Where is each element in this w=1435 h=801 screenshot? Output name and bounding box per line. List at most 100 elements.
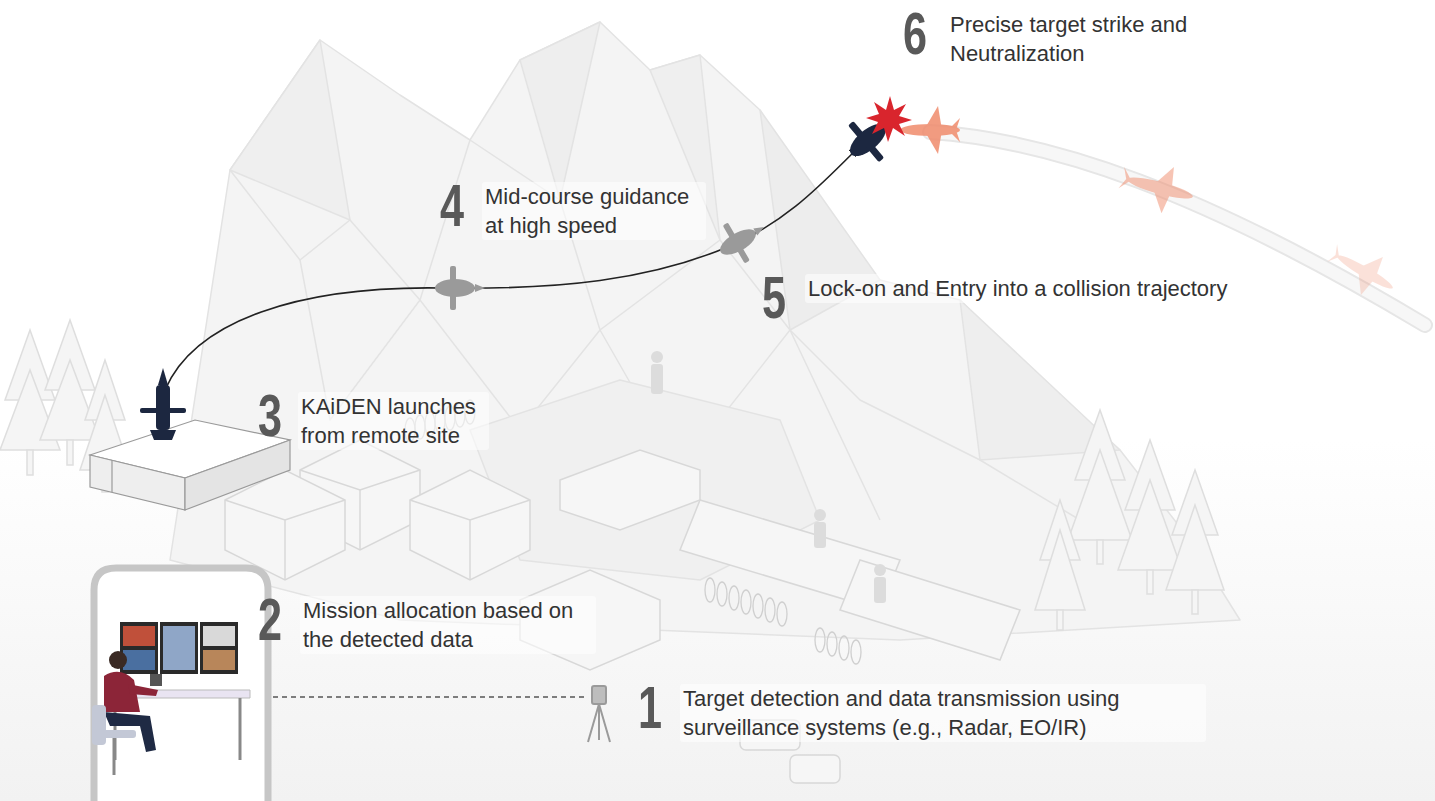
operator-station-part <box>128 684 158 696</box>
razor-wire-part <box>717 582 727 606</box>
target-drones-part <box>900 106 960 154</box>
buildings-part <box>560 450 700 530</box>
sensor-tripod <box>588 686 610 742</box>
step-label: Mid-course guidance at high speed <box>482 182 706 240</box>
launcher-part <box>185 440 290 510</box>
operator-station-part <box>113 738 116 775</box>
target-drones-part-part <box>1119 167 1134 191</box>
mountains-part <box>520 22 600 200</box>
trees-part <box>1035 530 1085 610</box>
buildings-part <box>359 490 361 550</box>
step-number: 6 <box>903 4 927 64</box>
buildings-part <box>469 520 471 580</box>
razor-wire-part <box>753 594 763 618</box>
interceptor-in-flight-part <box>710 208 775 271</box>
step-label: KAiDEN launches from remote site <box>298 392 489 450</box>
operator-station-part <box>123 650 155 670</box>
razor-wire-part <box>765 598 775 622</box>
launcher-part <box>90 455 185 510</box>
operator-station-part <box>123 626 155 646</box>
soldier-figures-part <box>874 564 886 576</box>
step-label: Precise target strike and Neutralization <box>947 10 1213 68</box>
target-drones-part <box>1321 234 1404 307</box>
trees-part <box>1097 540 1103 564</box>
step-number: 2 <box>258 590 282 650</box>
razor-wire-part <box>851 640 861 664</box>
soldier-figures-part <box>814 509 826 521</box>
launcher-drone-part <box>158 368 168 385</box>
operator-station-part <box>163 626 195 670</box>
soldier-figures-part <box>651 364 663 394</box>
trees-part <box>1068 450 1132 540</box>
step-label: Mission allocation based on the detected… <box>300 596 596 654</box>
operator-station-part <box>92 705 106 745</box>
razor-wire-part <box>741 590 751 614</box>
operator-station-part <box>200 622 238 674</box>
target-drones-part-part <box>1327 244 1344 265</box>
trees-part <box>27 450 33 475</box>
launcher-drone <box>140 368 186 440</box>
interceptor-in-flight-part <box>435 266 485 310</box>
target-drones-part-part <box>924 106 942 154</box>
operator-station-part <box>150 674 162 686</box>
step-number: 3 <box>258 386 282 446</box>
step-number: 5 <box>762 268 786 328</box>
trees-part <box>1057 610 1063 630</box>
buildings-part <box>225 500 345 520</box>
step-number: 4 <box>440 176 464 236</box>
soldier-figures-part <box>651 351 663 363</box>
trees-part <box>1192 590 1198 614</box>
step-number: 1 <box>638 678 662 738</box>
explosion <box>866 96 912 142</box>
step-label: Lock-on and Entry into a collision traje… <box>805 274 1231 303</box>
buildings-part <box>840 560 1020 660</box>
mountains-part <box>170 22 1240 640</box>
razor-wire-part <box>839 636 849 660</box>
soldier-figures <box>651 351 886 603</box>
razor-wire-part <box>827 632 837 656</box>
trees-part <box>1147 570 1153 594</box>
razor-wire-part <box>729 586 739 610</box>
operator-station-part <box>120 622 158 674</box>
target-drones-part-part <box>1146 163 1178 215</box>
sensor-tripod-part <box>592 686 606 704</box>
target-drones-part-part <box>1347 249 1386 297</box>
sensor-tripod-part <box>599 704 610 742</box>
razor-wire-part <box>777 602 787 626</box>
interceptor-trajectory <box>165 148 858 390</box>
buildings-part <box>284 520 286 580</box>
interceptor-in-flight-part-part <box>723 222 750 263</box>
operator-station-part <box>160 622 198 674</box>
interceptor-in-flight-part-part <box>475 284 485 292</box>
operator-frame <box>94 568 268 801</box>
buildings-part <box>410 500 530 520</box>
launcher-drone-part <box>140 408 186 413</box>
soldier-figures-part <box>814 522 826 548</box>
operator-station-part <box>203 650 235 670</box>
operator-station-part <box>239 698 242 760</box>
operator-station-part <box>109 651 127 669</box>
buildings-part <box>790 755 840 783</box>
interceptor-in-flight-part-part <box>450 266 456 310</box>
operator-station <box>92 622 250 775</box>
trees-part <box>1118 480 1182 570</box>
sensor-tripod-part <box>588 704 599 742</box>
buildings-part <box>410 470 530 580</box>
mountains <box>170 22 1240 640</box>
target-drones-part <box>1115 154 1199 220</box>
launcher-drone-part <box>150 430 176 440</box>
trees-part <box>67 440 73 465</box>
launcher-drone-part <box>156 385 170 430</box>
razor-wire-part <box>815 628 825 652</box>
target-drones-part-part <box>948 118 960 142</box>
operator-station-part <box>96 730 136 738</box>
step-label: Target detection and data transmission u… <box>680 684 1206 742</box>
interceptor-in-flight-part-part <box>753 224 766 236</box>
launcher-part <box>111 460 112 492</box>
data-link-arrow <box>240 696 584 698</box>
razor-wire-part <box>705 578 715 602</box>
soldier-figures-part <box>874 577 886 603</box>
sensor-tripod-part <box>598 704 600 740</box>
